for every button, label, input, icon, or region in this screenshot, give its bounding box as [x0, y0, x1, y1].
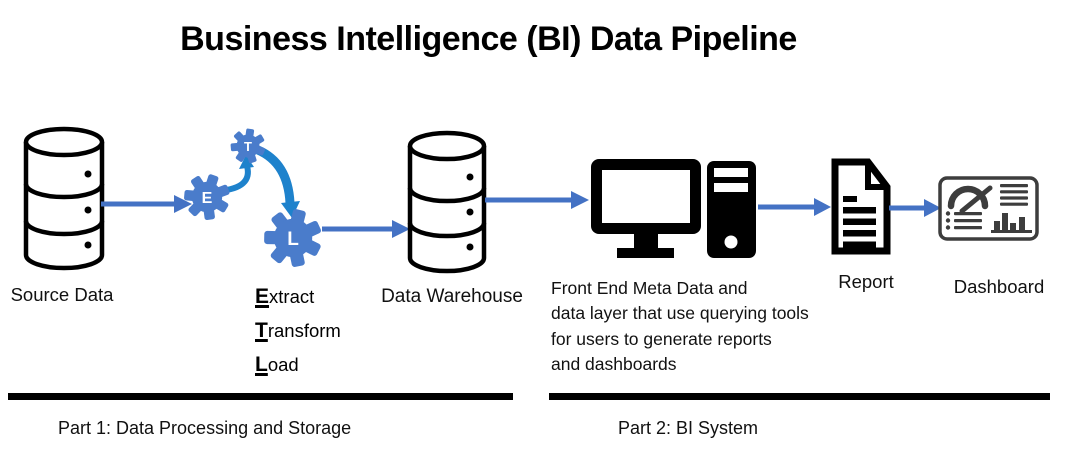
data-warehouse-label: Data Warehouse: [381, 286, 523, 307]
arrow-computer-to-report: [758, 198, 831, 216]
dashboard-icon: [938, 176, 1039, 241]
gear-letter-t: T: [244, 139, 252, 154]
gear-letter-l: L: [287, 229, 299, 250]
etl-steps: Extract Transform Load: [255, 280, 341, 382]
arrow-warehouse-to-computer: [485, 191, 589, 209]
part2-label: Part 2: BI System: [618, 418, 759, 438]
etl-rest-load: oad: [267, 354, 299, 375]
bi-description-line: for users to generate reports: [551, 328, 772, 349]
dashboard-label: Dashboard: [953, 276, 1045, 297]
etl-gears-icon: E T L: [177, 126, 329, 274]
report-label: Report: [838, 271, 894, 292]
source-data-label: Source Data: [10, 284, 114, 305]
bi-front-end-description: Front End Meta Data and data layer that …: [551, 276, 809, 377]
computer-icon: [591, 159, 756, 258]
report-icon: [831, 158, 891, 255]
etl-step-extract: Extract: [255, 280, 341, 314]
part2-divider: [549, 393, 1050, 400]
etl-rest-transform: ransform: [267, 320, 341, 341]
bar-chart-icon: [991, 230, 1032, 233]
etl-initial-l: L: [255, 353, 268, 376]
bi-description-line: Front End Meta Data and: [551, 278, 748, 298]
gear-letter-e: E: [202, 190, 213, 207]
arrow-etl-to-warehouse: [322, 220, 410, 238]
etl-step-transform: Transform: [255, 314, 341, 348]
bi-description-line: and dashboards: [551, 353, 677, 374]
etl-initial-t: T: [255, 319, 268, 342]
part1-label: Part 1: Data Processing and Storage: [58, 418, 352, 438]
etl-rest-extract: xtract: [269, 286, 315, 307]
etl-step-load: Load: [255, 348, 341, 382]
data-warehouse-icon: [407, 130, 487, 274]
etl-initial-e: E: [255, 285, 270, 308]
part1-divider: [8, 393, 513, 400]
source-database-icon: [23, 126, 105, 271]
page-title: Business Intelligence (BI) Data Pipeline: [180, 20, 797, 58]
arrow-report-to-dashboard: [889, 199, 941, 217]
arrow-source-to-etl: [101, 195, 192, 213]
gauge-icon: [947, 185, 989, 210]
bi-description-line: data layer that use querying tools: [551, 303, 809, 324]
